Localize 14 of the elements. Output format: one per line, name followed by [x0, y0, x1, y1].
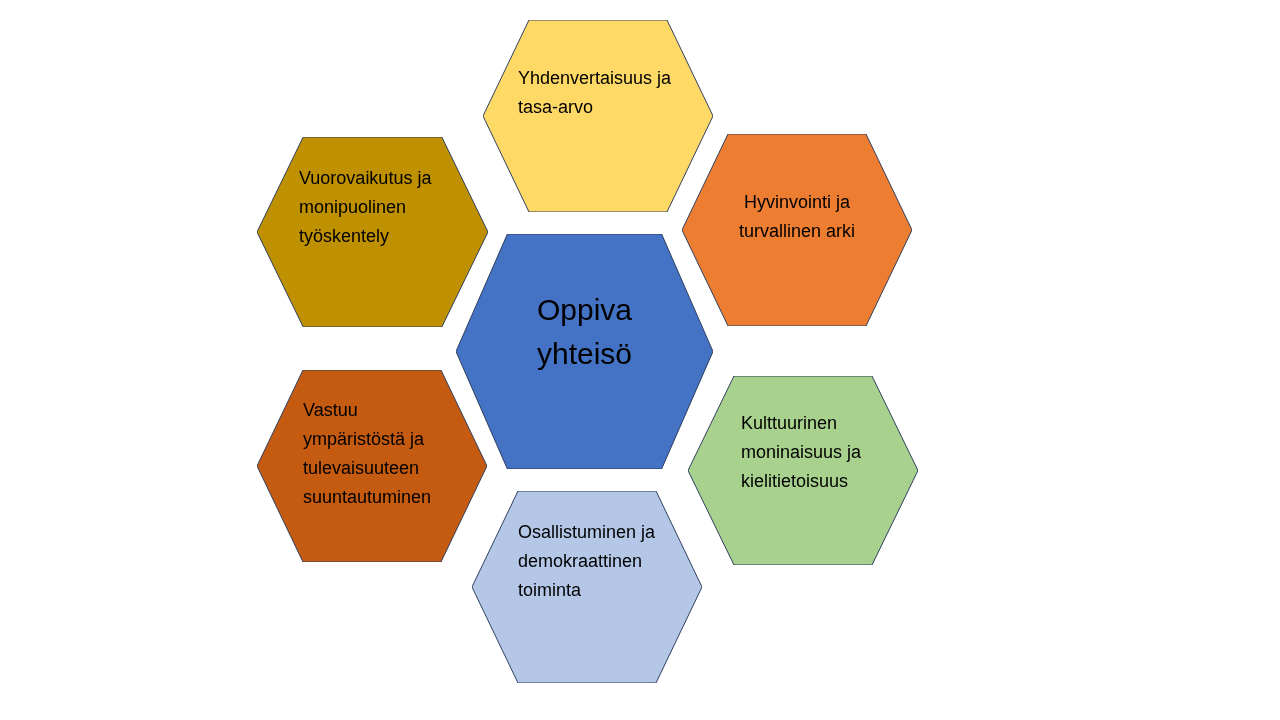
hexagon	[456, 234, 713, 469]
hexagon	[257, 137, 488, 327]
hexagon	[483, 20, 713, 212]
hexagon-title: Oppiva yhteisö	[535, 292, 634, 372]
hexagon-label: Osallistuminen ja demokraattinen toiminta	[518, 521, 657, 602]
hexagon	[688, 376, 918, 565]
hexagon	[472, 491, 702, 683]
hexagon-label: Yhdenvertaisuus ja tasa-arvo	[518, 67, 673, 119]
hexagon-label: Kulttuurinen moninaisuus ja kielitietoisuus	[741, 412, 863, 493]
hexagon-label: Vastuu ympäristöstä ja tulevaisuuteen suuntautuminen	[303, 399, 433, 509]
hexagon-label: Hyvinvointi ja turvallinen arki	[737, 191, 857, 243]
hexagon	[257, 370, 487, 562]
hexagon	[682, 134, 912, 326]
hexagon-label: Vuorovaikutus ja monipuolinen työskentely	[299, 167, 433, 248]
